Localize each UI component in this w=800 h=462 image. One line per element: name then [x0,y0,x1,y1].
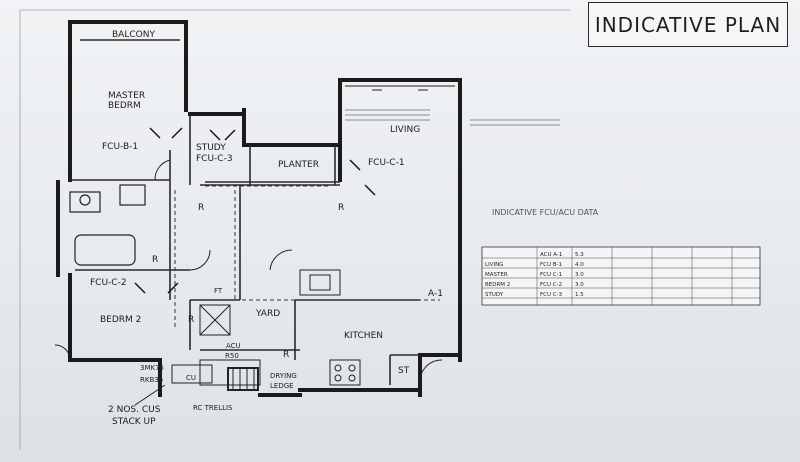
label-master-1: MASTER [108,91,145,101]
marker-r-2: R [152,255,158,265]
marker-cu: CU [186,374,196,382]
note-leader-line [134,384,166,406]
label-drying-2: LEDGE [270,382,294,390]
hatch-lines [345,109,560,126]
marker-acu: ACU [226,342,241,350]
marker-r-3: R [188,315,194,325]
note-nos-2: STACK UP [112,417,156,427]
label-fcu-c3: FCU-C-3 [196,154,233,164]
table-cell: 5.3 [575,252,584,258]
label-yard: YARD [255,309,280,319]
label-living: LIVING [390,125,420,135]
label-a1: A-1 [428,289,443,299]
marker-r-5: R [338,203,344,213]
marker-r-1: R [198,203,204,213]
label-fcu-b1: FCU-B-1 [102,142,138,152]
table-cell: FCU C-3 [540,292,563,298]
ac-vent-marks [134,127,376,294]
table-cell: 3.0 [575,282,584,288]
living-window [345,85,455,91]
service-lines [174,185,440,330]
marker-r-4: R [283,350,289,360]
table-cell: 3.0 [575,272,584,278]
label-bedroom2: BEDRM 2 [100,315,141,325]
label-study: STUDY [196,143,226,153]
bath-fixtures [69,184,146,266]
table-grid [482,247,760,305]
blurred-table-caption: INDICATIVE FCU/ACU DATA [492,208,599,217]
doors [54,159,443,386]
kitchen-fixtures [171,269,361,391]
note-nos-1: 2 NOS. CUS [108,405,161,415]
table-cell: FCU C-1 [540,272,562,278]
label-trellis: RC TRELLIS [193,404,233,412]
marker-ft: FT [214,287,223,295]
label-planter: PLANTER [278,160,319,170]
note-cu-2: RKB35 [140,376,163,384]
table-cell: 1.5 [575,292,584,298]
label-master-2: BEDRM [108,101,141,111]
plan-title: INDICATIVE PLAN [594,12,782,37]
label-kitchen: KITCHEN [344,331,383,341]
table-cell: BEDRM 2 [485,282,510,288]
external-walls [56,20,462,397]
table-cell: FCU B-1 [540,262,562,268]
table-cell: LIVING [485,262,503,268]
table-cell: MASTER [485,272,508,278]
table-frame [481,246,761,306]
note-cu-1: 3MK75 [140,364,164,372]
table-cell: FCU C-2 [540,282,562,288]
marker-r50: R50 [225,352,239,360]
label-balcony: BALCONY [112,30,155,40]
table-cell: STUDY [485,292,504,298]
table-cell: 4.0 [575,262,584,268]
label-store: ST [398,366,410,376]
label-drying-1: DRYING [270,372,297,380]
label-fcu-c1: FCU-C-1 [368,158,405,168]
plan-title-box: INDICATIVE PLAN [588,2,788,47]
table-cell: ACU A-1 [540,252,562,258]
label-fcu-c2: FCU-C-2 [90,278,127,288]
